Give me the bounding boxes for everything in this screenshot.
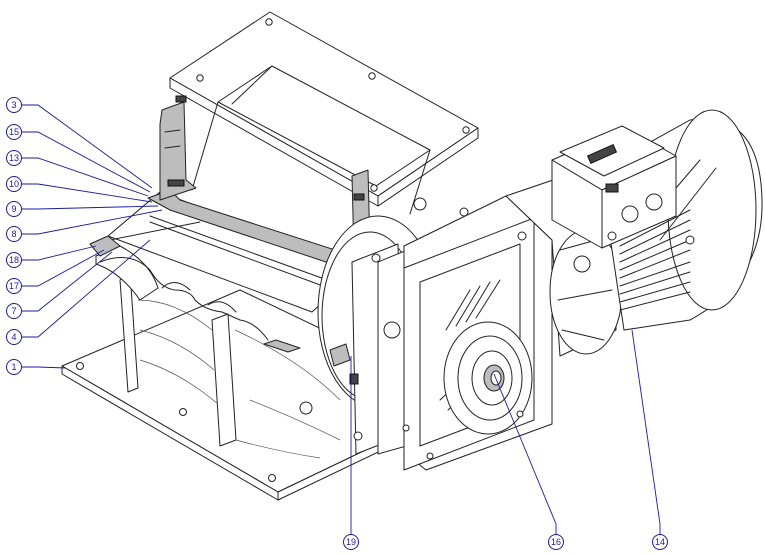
leader-lines [22,104,661,534]
gearbox-plug [383,321,401,339]
inlet-bolt-hole [196,74,204,82]
base-bolt-hole [76,362,84,370]
inlet-bolt-hole [265,18,273,26]
gearbox-hole [426,452,434,460]
inlet-bolt-hole [370,184,378,192]
inlet-hopper [159,11,479,257]
callout-13: 13 [6,150,22,166]
cable-gland [621,205,639,223]
adapter-bolt [573,255,591,273]
valve-housing [95,245,341,459]
svg-text:1: 1 [11,362,16,372]
callout-19: 19 [343,534,359,550]
svg-text:14: 14 [655,537,665,547]
callout-10: 10 [6,176,22,192]
svg-text:7: 7 [11,306,16,316]
svg-text:4: 4 [11,332,16,342]
inlet-bolt-hole [368,72,376,80]
base-bolt-hole [179,408,187,416]
key [349,373,359,385]
electric-motor [551,109,763,331]
callout-14: 14 [652,534,668,550]
cover-bolt [371,253,381,263]
svg-text:8: 8 [11,229,16,239]
housing-bolt [299,401,313,415]
cable-gland [645,193,663,211]
callout-3: 3 [6,97,22,113]
svg-text:15: 15 [9,127,19,137]
callout-balloons: 3 15 13 10 9 8 18 17 7 4 1 [6,97,668,550]
gland-bolt [175,95,187,103]
callout-8: 8 [6,226,22,242]
gland-bolt [353,193,365,201]
cover-bolt [353,431,363,441]
motor-bolt [685,235,695,245]
callout-1: 1 [6,359,22,375]
gearbox-hole [402,424,410,432]
seal-pack [167,179,185,187]
motor-label-plate [586,143,618,165]
inlet-bolt-hole [462,126,470,134]
callout-4: 4 [6,329,22,345]
motor-bolt [607,231,617,241]
gearbox-hole [516,410,524,418]
svg-text:9: 9 [11,204,16,214]
gearbox-hole [517,231,527,241]
callout-18: 18 [6,252,22,268]
base-bolt-hole [268,474,276,482]
svg-text:18: 18 [9,255,19,265]
callout-7: 7 [6,303,22,319]
callout-17: 17 [6,278,22,294]
cover-bolt [413,197,427,211]
callout-16: 16 [548,534,564,550]
svg-text:10: 10 [9,179,19,189]
callout-15: 15 [6,124,22,140]
terminal-box-screw [605,183,619,193]
svg-text:16: 16 [551,537,561,547]
gearbox-hole [459,207,469,217]
svg-text:17: 17 [9,281,19,291]
gearbox [377,195,553,471]
motor-adapter [505,163,623,357]
svg-text:19: 19 [346,537,356,547]
svg-text:3: 3 [11,100,16,110]
callout-9: 9 [6,201,22,217]
svg-text:13: 13 [9,153,19,163]
